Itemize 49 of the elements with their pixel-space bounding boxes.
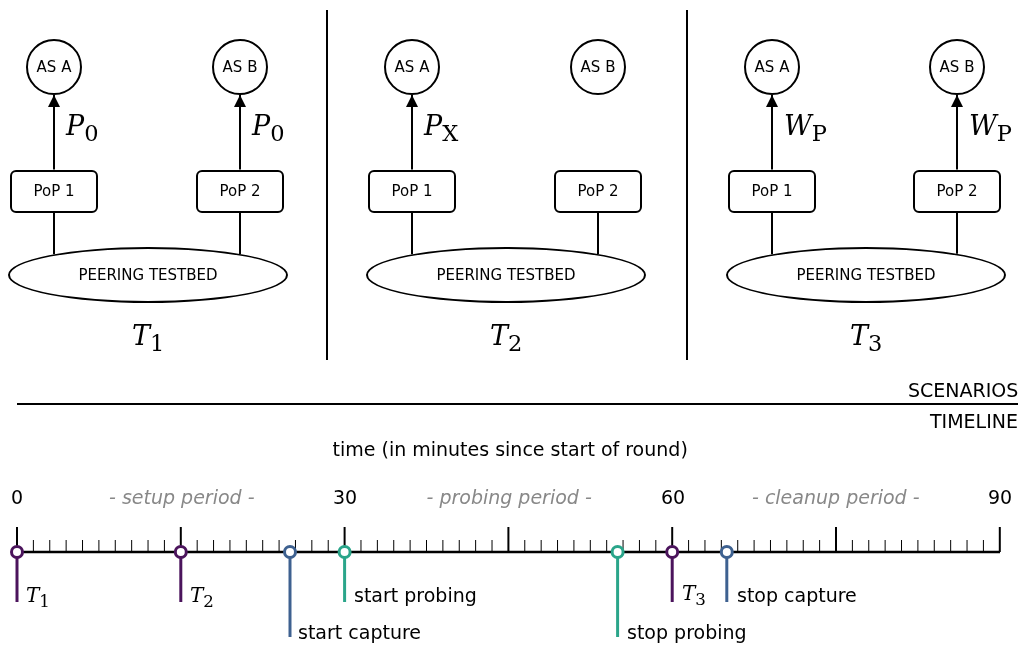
node-label: AS A bbox=[394, 58, 430, 76]
as-circle bbox=[744, 39, 800, 95]
event-label: T$_{2}$ bbox=[190, 583, 214, 611]
as-circle bbox=[212, 39, 268, 95]
pop-box bbox=[728, 169, 816, 213]
event-label: stop capture bbox=[737, 584, 857, 606]
node-label: AS B bbox=[222, 58, 258, 76]
node-label: PEERING TESTBED bbox=[436, 266, 576, 284]
section-label: SCENARIOS bbox=[908, 379, 1019, 401]
arrow bbox=[406, 94, 418, 171]
node-label: PoP 2 bbox=[219, 182, 261, 200]
node-label: AS A bbox=[754, 58, 790, 76]
event-label: start capture bbox=[298, 621, 422, 643]
tick-label: 0 bbox=[11, 486, 24, 508]
period-label: - setup period - bbox=[109, 486, 255, 508]
node-label: PEERING TESTBED bbox=[796, 266, 936, 284]
as-circle bbox=[384, 39, 440, 95]
node-label: PoP 1 bbox=[33, 182, 75, 200]
node-label: AS B bbox=[939, 58, 975, 76]
as-circle bbox=[26, 39, 82, 95]
arrow bbox=[48, 94, 60, 171]
tick-label: 60 bbox=[661, 486, 686, 508]
node-label: PEERING TESTBED bbox=[78, 266, 218, 284]
pop-box bbox=[554, 169, 642, 213]
event-label: T$_{3}$ bbox=[682, 581, 706, 609]
node-label: AS A bbox=[36, 58, 72, 76]
section-label: TIMELINE bbox=[930, 410, 1018, 432]
event-label: stop probing bbox=[627, 621, 747, 643]
node-label: PoP 2 bbox=[577, 182, 619, 200]
arrow bbox=[234, 94, 246, 171]
node-label: PoP 1 bbox=[751, 182, 793, 200]
period-label: - cleanup period - bbox=[752, 486, 920, 508]
node-label: PoP 2 bbox=[936, 182, 978, 200]
pop-box bbox=[196, 169, 284, 213]
pop-box bbox=[10, 169, 98, 213]
event-label: T$_{1}$ bbox=[26, 583, 50, 611]
tick-label: 90 bbox=[988, 486, 1013, 508]
pop-box bbox=[368, 169, 456, 213]
as-circle bbox=[570, 39, 626, 95]
node-label: AS B bbox=[580, 58, 616, 76]
axis-title: time (in minutes since start of round) bbox=[332, 438, 688, 460]
arrow bbox=[766, 94, 778, 171]
pop-box bbox=[913, 169, 1001, 213]
as-circle bbox=[929, 39, 985, 95]
period-label: - probing period - bbox=[426, 486, 592, 508]
node-label: PoP 1 bbox=[391, 182, 433, 200]
tick-label: 30 bbox=[333, 486, 358, 508]
event-label: start probing bbox=[354, 584, 477, 606]
arrow bbox=[951, 94, 963, 171]
